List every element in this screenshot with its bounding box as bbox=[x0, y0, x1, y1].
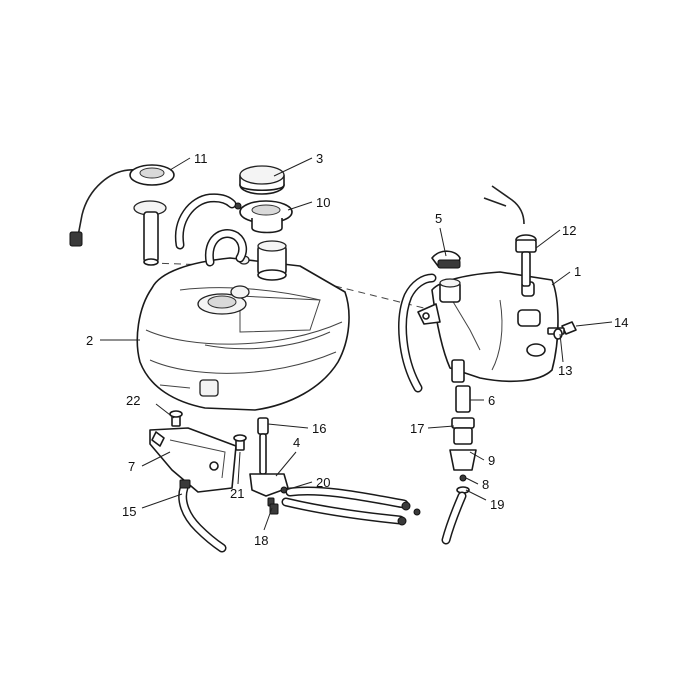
callout-15: 15 bbox=[122, 504, 136, 519]
callout-6: 6 bbox=[488, 393, 495, 408]
fuel-tap bbox=[249, 417, 289, 507]
oil-tank-hose bbox=[398, 273, 437, 393]
tank-breather-hose bbox=[204, 229, 248, 267]
fuel-lines bbox=[281, 486, 421, 526]
filler-flange bbox=[234, 200, 293, 234]
leader-lines bbox=[100, 157, 613, 531]
callout-7: 7 bbox=[128, 459, 135, 474]
callout-13: 13 bbox=[558, 363, 572, 378]
fuel-cap bbox=[239, 165, 285, 195]
callout-labels: 1 2 3 4 5 6 7 8 9 10 11 12 13 14 15 16 1… bbox=[86, 151, 628, 548]
fuel-tank bbox=[136, 255, 350, 411]
tank-bracket bbox=[149, 427, 237, 493]
callout-12: 12 bbox=[562, 223, 576, 238]
callout-3: 3 bbox=[316, 151, 323, 166]
oil-tank bbox=[417, 271, 559, 383]
callout-1: 1 bbox=[574, 264, 581, 279]
fuel-gauge-sender bbox=[69, 164, 175, 266]
oil-level-sensor bbox=[483, 185, 537, 287]
oil-filler-cap bbox=[431, 250, 461, 303]
oil-line-fittings bbox=[449, 385, 477, 494]
oil-tank-bolt bbox=[547, 321, 577, 340]
callout-4: 4 bbox=[293, 435, 300, 450]
callout-19: 19 bbox=[490, 497, 504, 512]
oil-return-hose bbox=[441, 491, 467, 545]
callout-21: 21 bbox=[230, 486, 244, 501]
drain-hose bbox=[178, 479, 227, 553]
callout-14: 14 bbox=[614, 315, 628, 330]
callout-22: 22 bbox=[126, 393, 140, 408]
callout-16: 16 bbox=[312, 421, 326, 436]
filler-neck bbox=[257, 240, 287, 281]
callout-2: 2 bbox=[86, 333, 93, 348]
hose-clip bbox=[269, 503, 279, 515]
callout-18: 18 bbox=[254, 533, 268, 548]
callout-10: 10 bbox=[316, 195, 330, 210]
callout-17: 17 bbox=[410, 421, 424, 436]
callout-20: 20 bbox=[316, 475, 330, 490]
bracket-bolts bbox=[169, 410, 247, 451]
callout-8: 8 bbox=[482, 477, 489, 492]
breather-hose bbox=[174, 193, 237, 250]
callout-5: 5 bbox=[435, 211, 442, 226]
callout-9: 9 bbox=[488, 453, 495, 468]
callout-11: 11 bbox=[194, 151, 208, 166]
